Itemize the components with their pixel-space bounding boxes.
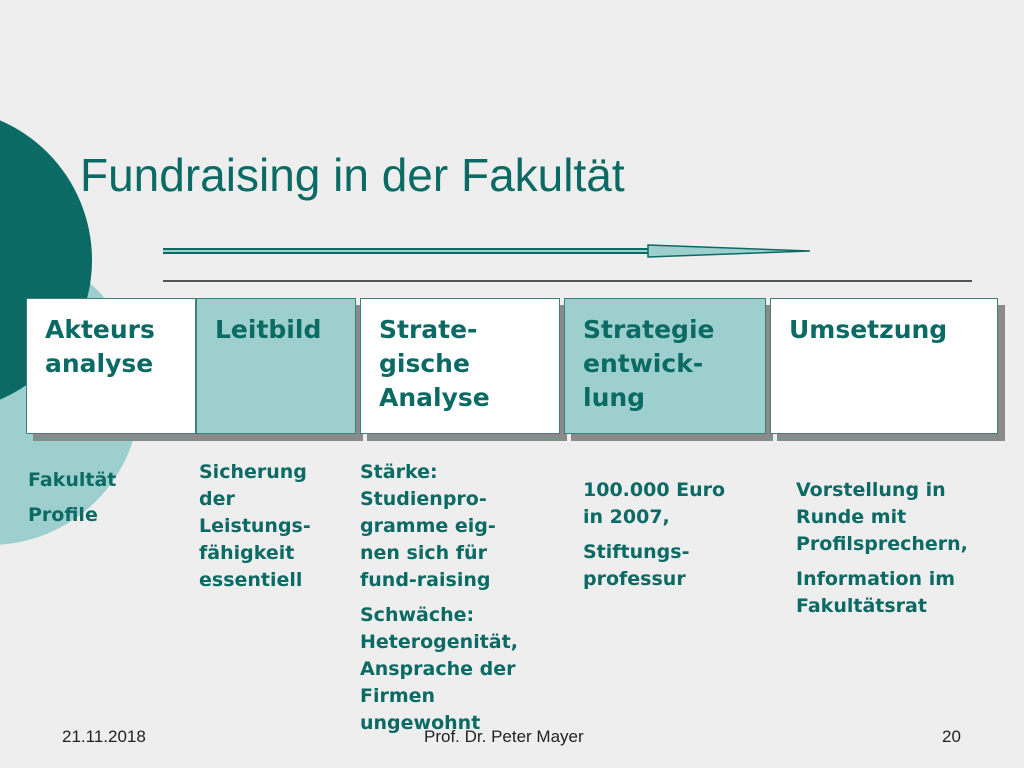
- column-umsetzung: Vorstellung in Runde mit Profilsprechern…: [796, 477, 968, 628]
- box-label: Strategie entwick- lung: [583, 315, 715, 412]
- footer-author: Prof. Dr. Peter Mayer: [424, 727, 584, 746]
- box-umsetzung: Umsetzung: [770, 298, 998, 434]
- column-paragraph: 100.000 Euro in 2007,: [583, 479, 726, 528]
- column-paragraph: Vorstellung in Runde mit Profilsprechern…: [796, 479, 968, 555]
- column-strategieentwicklung: 100.000 Euro in 2007, Stiftungs- profess…: [583, 477, 725, 601]
- column-leitbild: Sicherung der Leistungs- fähigkeit essen…: [199, 459, 311, 602]
- column-paragraph: Sicherung der Leistungs- fähigkeit essen…: [199, 461, 311, 591]
- box-leitbild: Leitbild: [196, 298, 356, 434]
- column-paragraph: Schwäche: Heterogenität, Ansprache der F…: [360, 604, 518, 734]
- footer-page-number: 20: [942, 727, 961, 746]
- column-paragraph: Profile: [28, 504, 98, 526]
- footer-date: 21.11.2018: [62, 727, 146, 746]
- arrow-head-icon: [647, 244, 811, 258]
- column-paragraph: Stärke: Studienpro- gramme eig- nen sich…: [360, 461, 496, 591]
- column-akteursanalyse: Fakultät Profile: [28, 467, 116, 537]
- column-paragraph: Information im Fakultätsrat: [796, 568, 956, 617]
- column-strategische-analyse: Stärke: Studienpro- gramme eig- nen sich…: [360, 459, 518, 745]
- box-akteursanalyse: Akteurs analyse: [26, 298, 196, 434]
- box-strategische-analyse: Strate- gische Analyse: [360, 298, 560, 434]
- box-label: Umsetzung: [789, 315, 948, 344]
- box-label: Leitbild: [215, 315, 322, 344]
- column-paragraph: Stiftungs- professur: [583, 541, 690, 590]
- slide-title: Fundraising in der Fakultät: [80, 149, 625, 201]
- column-paragraph: Fakultät: [28, 469, 117, 491]
- box-strategieentwicklung: Strategie entwick- lung: [564, 298, 766, 434]
- box-label: Akteurs analyse: [45, 315, 155, 378]
- box-label: Strate- gische Analyse: [379, 315, 490, 412]
